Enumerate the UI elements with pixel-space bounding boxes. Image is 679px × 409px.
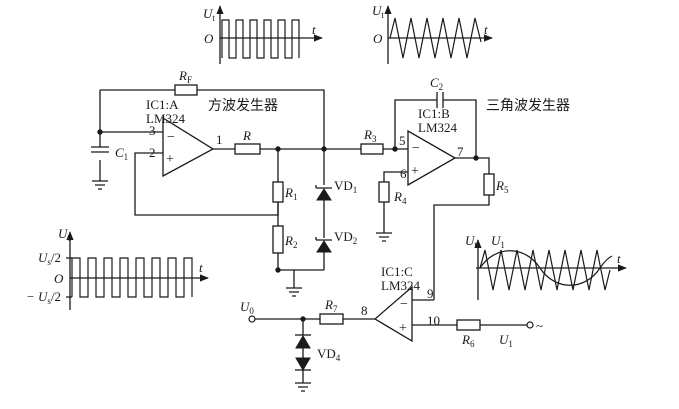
- opamp-c-model: LM324: [381, 278, 421, 293]
- opamp-a-plus: +: [166, 152, 174, 167]
- opamp-a-pin-out: 1: [216, 132, 223, 147]
- label-r6: R6: [461, 332, 475, 349]
- resistor-r2: [272, 225, 284, 254]
- graph-bipolar-y: U0: [58, 226, 72, 243]
- resistor-r1: [272, 181, 284, 203]
- label-input-u0: U0: [240, 299, 254, 316]
- wires: [99, 89, 530, 383]
- opamp-b-plus: +: [411, 164, 419, 179]
- label-output-tilde: ~: [536, 318, 543, 333]
- label-u1: U1: [491, 233, 505, 250]
- label-vd1: VD1: [334, 178, 357, 195]
- zener-vd2: [315, 237, 332, 253]
- label-output-u1: U1: [499, 332, 513, 349]
- output-terminal: [526, 321, 534, 329]
- title-square-generator: 方波发生器: [208, 98, 278, 114]
- label-r5: R5: [495, 178, 509, 195]
- opamp-c-ref: IC1:C: [381, 264, 413, 279]
- label-r: R: [242, 128, 251, 143]
- opamp-c: − +: [373, 285, 413, 343]
- graph-bipolar-neg-level: − Us/2: [26, 289, 61, 306]
- resistor-r5: [483, 173, 495, 196]
- opamp-c-plus: +: [399, 321, 407, 336]
- capacitor-c2: [436, 92, 444, 108]
- resistor-r7: [319, 313, 344, 325]
- label-c2: C2: [430, 75, 443, 92]
- graph-bipolar-pos-level: Us/2: [38, 250, 61, 267]
- resistor-r: [234, 143, 261, 155]
- graph-triangle-top-origin: O: [373, 31, 383, 46]
- resistor-r4: [378, 181, 390, 203]
- capacitor-c1: [91, 146, 109, 153]
- label-r7: R7: [324, 297, 338, 314]
- opamp-a-pin-noninv: 2: [149, 145, 156, 160]
- graph-triangle-top: Ut O t: [372, 3, 493, 64]
- graph-square-top-origin: O: [204, 31, 214, 46]
- graph-bipolar-x: t: [199, 260, 203, 275]
- opamp-a-minus: −: [167, 130, 175, 145]
- opamp-b-minus: −: [412, 141, 420, 156]
- ground-symbol: [286, 287, 302, 297]
- graph-triangle-top-x: t: [484, 22, 488, 37]
- resistor-rf: [174, 84, 198, 96]
- label-c1: C1: [115, 145, 128, 162]
- zener-vd1: [315, 185, 332, 201]
- opamp-c-pin-out: 8: [361, 303, 368, 318]
- input-terminal: [248, 315, 256, 323]
- opamp-c-pin-inv: 9: [427, 286, 434, 301]
- opamp-b: − +: [407, 129, 457, 187]
- opamp-c-pin-noninv: 10: [427, 313, 440, 328]
- graph-bipolar-origin: O: [54, 271, 64, 286]
- junctions: [97, 129, 479, 322]
- opamp-c-minus: −: [400, 297, 408, 312]
- resistor-r3: [360, 143, 384, 155]
- ground-symbol: [376, 232, 392, 242]
- opamp-a: − +: [162, 116, 215, 178]
- graph-bipolar-square: U0 O t Us/2 − Us/2: [26, 226, 209, 310]
- opamp-b-pin-inv: 5: [399, 133, 406, 148]
- ground-symbol: [92, 180, 108, 190]
- resistor-r6: [456, 319, 481, 331]
- graph-square-top: Ut O t: [203, 5, 323, 64]
- graph-square-top-y: Ut: [203, 6, 215, 23]
- ground-symbol: [295, 382, 311, 392]
- opamp-b-ref: IC1:B: [418, 106, 450, 121]
- opamp-a-model: LM324: [146, 111, 186, 126]
- graph-mixed-wave: t: [474, 239, 627, 300]
- label-vd4: VD4: [317, 346, 341, 363]
- label-r2: R2: [284, 233, 297, 250]
- label-ut: Ut: [465, 233, 477, 250]
- graph-mixed-x: t: [617, 251, 621, 266]
- label-rf: RF: [178, 68, 192, 85]
- opamp-a-pin-inv: 3: [149, 123, 156, 138]
- title-triangle-generator: 三角波发生器: [486, 98, 570, 114]
- label-r3: R3: [363, 127, 377, 144]
- opamp-b-model: LM324: [418, 120, 458, 135]
- label-r4: R4: [393, 189, 407, 206]
- label-r1: R1: [284, 185, 297, 202]
- opamp-a-ref: IC1:A: [146, 97, 179, 112]
- opamp-b-pin-out: 7: [457, 144, 464, 159]
- opamp-b-pin-noninv: 6: [400, 166, 407, 181]
- graph-square-top-x: t: [312, 22, 316, 37]
- graph-triangle-top-y: Ut: [372, 3, 384, 20]
- label-vd2: VD2: [334, 229, 357, 246]
- zener-vd4: [295, 334, 311, 371]
